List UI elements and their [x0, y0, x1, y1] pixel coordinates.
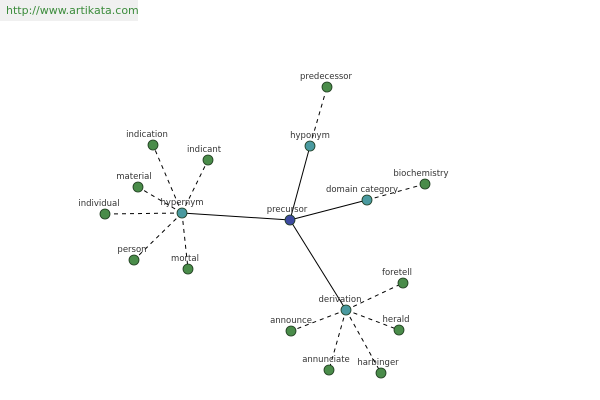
- edge-domain-category-biochemistry: [366, 183, 426, 201]
- leaf-label-indicant: indicant: [187, 145, 222, 155]
- edge-hypernym-material: [137, 186, 183, 214]
- edge-precursor-hyponym: [289, 145, 311, 221]
- edge-derivation-herald: [345, 309, 400, 331]
- leaf-node-herald[interactable]: [393, 324, 405, 336]
- leaf-label-person: person: [117, 245, 146, 255]
- leaf-node-foretell[interactable]: [397, 277, 409, 289]
- relation-label-hyponym: hyponym: [290, 131, 330, 141]
- source-url[interactable]: http://www.artikata.com: [6, 4, 139, 17]
- leaf-label-material: material: [116, 172, 151, 182]
- edge-hypernym-mortal: [181, 212, 189, 270]
- source-banner: http://www.artikata.com: [0, 0, 139, 21]
- leaf-label-foretell: foretell: [382, 268, 412, 278]
- leaf-label-herald: herald: [382, 315, 409, 325]
- relation-node-hypernym[interactable]: [176, 207, 188, 219]
- leaf-label-mortal: mortal: [171, 254, 199, 264]
- leaf-label-individual: individual: [78, 199, 119, 209]
- leaf-node-material[interactable]: [132, 181, 144, 193]
- relation-label-derivation: derivation: [318, 295, 361, 305]
- relation-label-hypernym: hypernym: [160, 198, 203, 208]
- leaf-label-harbinger: harbinger: [357, 358, 399, 368]
- leaf-node-harbinger[interactable]: [375, 367, 387, 379]
- relation-node-hyponym[interactable]: [304, 140, 316, 152]
- leaf-node-indication[interactable]: [147, 139, 159, 151]
- leaf-node-biochemistry[interactable]: [419, 178, 431, 190]
- leaf-label-predecessor: predecessor: [300, 72, 353, 82]
- leaf-node-predecessor[interactable]: [321, 81, 333, 93]
- nodes: predecessor biochemistry foretell herald har…: [78, 72, 449, 379]
- leaf-label-announce: announce: [270, 316, 312, 326]
- edge-precursor-domain-category: [289, 199, 368, 221]
- edge-derivation-annunciate: [328, 309, 347, 371]
- edge-precursor-hypernym: [181, 212, 291, 221]
- edge-precursor-derivation: [289, 219, 347, 311]
- edge-hypernym-individual: [104, 212, 183, 215]
- edge-derivation-announce: [290, 309, 347, 332]
- center-node-precursor[interactable]: [284, 214, 296, 226]
- relation-label-domain-category: domain category: [326, 185, 398, 195]
- center-label-precursor: precursor: [267, 205, 308, 215]
- leaf-node-individual[interactable]: [99, 208, 111, 220]
- leaf-label-annunciate: annunciate: [302, 355, 350, 365]
- edges: [104, 86, 426, 374]
- edge-hyponym-predecessor: [309, 86, 328, 147]
- edge-derivation-foretell: [345, 282, 404, 311]
- leaf-node-mortal[interactable]: [182, 263, 194, 275]
- relation-node-domain-category[interactable]: [361, 194, 373, 206]
- leaf-label-biochemistry: biochemistry: [393, 169, 448, 179]
- leaf-node-person[interactable]: [128, 254, 140, 266]
- edge-hypernym-person: [133, 212, 183, 261]
- leaf-node-annunciate[interactable]: [323, 364, 335, 376]
- relation-node-derivation[interactable]: [340, 304, 352, 316]
- leaf-node-indicant[interactable]: [202, 154, 214, 166]
- leaf-node-announce[interactable]: [285, 325, 297, 337]
- leaf-label-indication: indication: [126, 130, 168, 140]
- edge-hypernym-indicant: [181, 159, 209, 214]
